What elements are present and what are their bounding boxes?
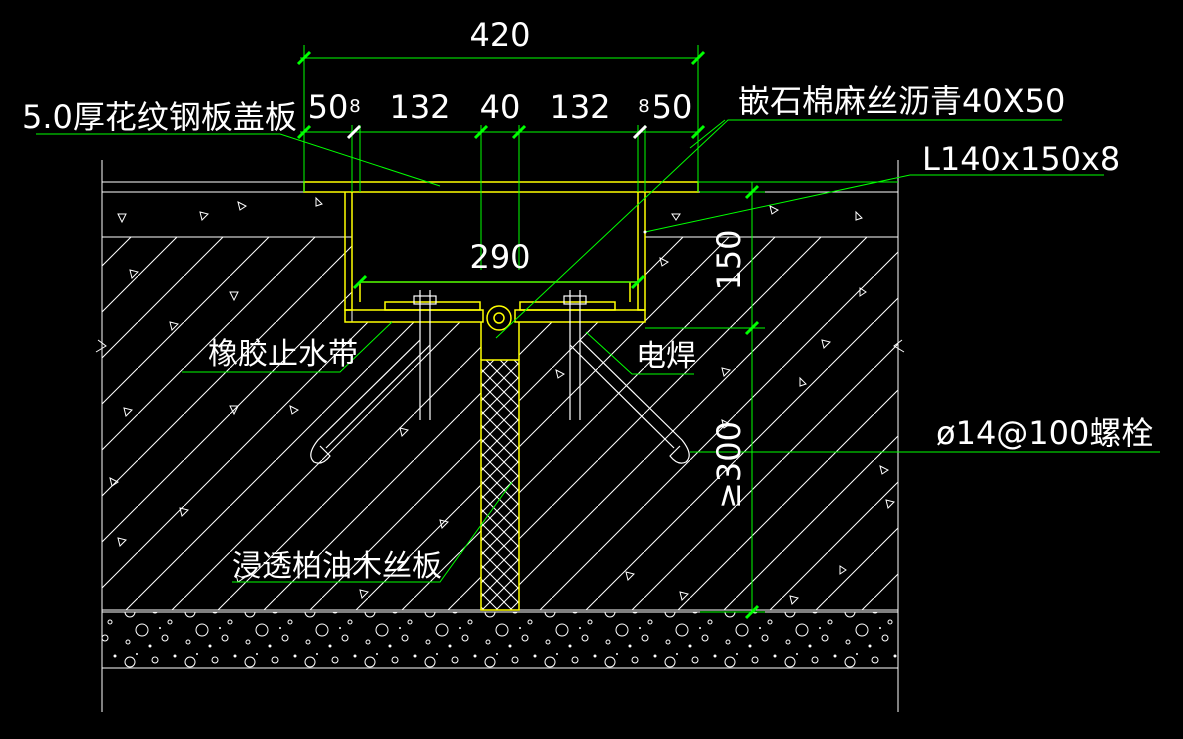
dim-left-mid: 132 — [389, 88, 450, 126]
label-cover-plate: 5.0厚花纹钢板盖板 — [22, 98, 297, 136]
dim-right-mid: 132 — [549, 88, 610, 126]
dim-inner: 290 — [469, 238, 530, 276]
dim-depth-upper: 150 — [710, 229, 748, 290]
concrete-slab — [95, 160, 905, 712]
dim-total: 420 — [469, 16, 530, 54]
dimension-text: 420 50 8 132 40 132 8 50 290 150 ≥300 — [308, 16, 748, 509]
dim-left-edge: 50 — [308, 88, 349, 126]
anchor-bolts — [310, 290, 690, 464]
label-waterstop: 橡胶止水带 — [208, 337, 358, 372]
leader-dots — [643, 230, 647, 234]
label-filler-board: 浸透柏油木丝板 — [232, 549, 442, 584]
dimension-ticks — [296, 50, 760, 620]
filler-board — [480, 322, 520, 611]
dim-depth-lower: ≥300 — [710, 421, 748, 509]
dim-left-gap: 8 — [349, 96, 360, 117]
label-weld: 电焊 — [636, 339, 696, 374]
gap-ticks — [346, 124, 648, 140]
dim-center: 40 — [480, 88, 521, 126]
label-sealant: 嵌石棉麻丝沥青40X50 — [738, 82, 1065, 120]
label-angle: L140x150x8 — [922, 140, 1120, 178]
dim-right-gap: 8 — [638, 96, 649, 117]
callout-labels: 5.0厚花纹钢板盖板 嵌石棉麻丝沥青40X50 L140x150x8 橡胶止水带… — [22, 82, 1153, 584]
dim-right-edge: 50 — [652, 88, 693, 126]
label-bolt: ø14@100螺栓 — [936, 414, 1153, 452]
dimension-lines — [300, 45, 898, 613]
leader-lines — [36, 119, 1160, 583]
